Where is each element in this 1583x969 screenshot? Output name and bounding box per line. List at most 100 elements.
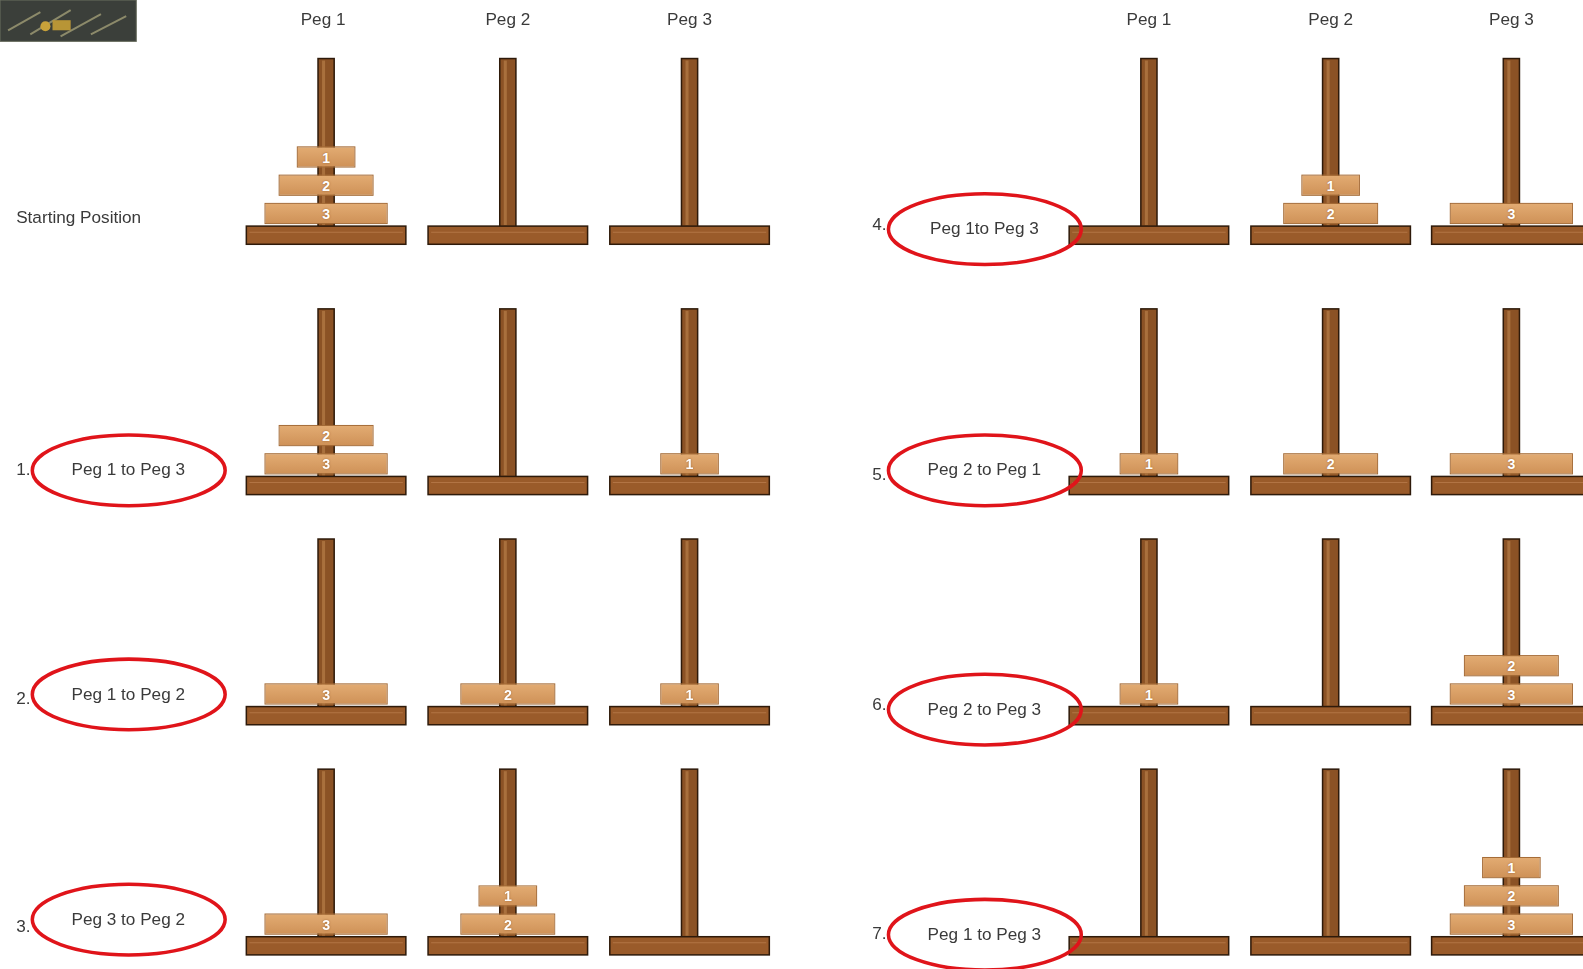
disk: 1 bbox=[660, 453, 719, 474]
peg-grain bbox=[686, 61, 689, 226]
disk-number: 2 bbox=[1507, 659, 1515, 673]
move-label: Peg 1to Peg 3 bbox=[930, 219, 1039, 239]
disk-number: 3 bbox=[322, 206, 330, 220]
peg-pole bbox=[1503, 59, 1519, 228]
base-grain bbox=[613, 942, 766, 943]
peg-grain bbox=[504, 541, 507, 706]
disk: 1 bbox=[1120, 453, 1179, 474]
disk: 3 bbox=[1450, 203, 1573, 224]
disk-number: 2 bbox=[504, 687, 512, 701]
move-oval: Peg 2 to Peg 1 bbox=[886, 433, 1083, 508]
disk-number: 2 bbox=[504, 917, 512, 931]
disk-number: 3 bbox=[322, 687, 330, 701]
disk-number: 1 bbox=[1327, 178, 1335, 192]
peg-grain bbox=[504, 771, 507, 936]
disk-number: 1 bbox=[1145, 687, 1153, 701]
base-grain bbox=[613, 232, 766, 233]
peg-pole bbox=[1503, 309, 1519, 478]
peg-pole bbox=[681, 539, 697, 708]
peg-pole bbox=[1141, 539, 1157, 708]
peg-header: Peg 3 bbox=[667, 10, 712, 30]
peg-base bbox=[428, 937, 588, 955]
base-grain bbox=[1072, 712, 1225, 713]
move-label: Peg 3 to Peg 2 bbox=[71, 909, 185, 929]
disk: 2 bbox=[1283, 453, 1378, 474]
base-grain bbox=[1435, 232, 1583, 233]
row-title: Starting Position bbox=[16, 208, 141, 228]
peg-base bbox=[1251, 937, 1411, 955]
disk: 3 bbox=[1450, 914, 1573, 935]
disk: 3 bbox=[1450, 683, 1573, 704]
base-grain bbox=[1435, 482, 1583, 483]
ellipse-outline bbox=[32, 659, 225, 730]
move-label: Peg 2 to Peg 1 bbox=[928, 460, 1042, 480]
base-grain bbox=[1072, 942, 1225, 943]
move-oval: Peg 3 to Peg 2 bbox=[30, 882, 227, 957]
peg-pole bbox=[1323, 59, 1339, 228]
disk-number: 1 bbox=[686, 457, 694, 471]
base-grain bbox=[1435, 942, 1583, 943]
peg-base bbox=[1432, 476, 1583, 494]
disk-number: 2 bbox=[322, 178, 330, 192]
disk: 2 bbox=[1283, 203, 1378, 224]
peg-grain bbox=[1327, 771, 1330, 936]
move-oval: Peg 1to Peg 3 bbox=[886, 192, 1083, 267]
ellipse-outline bbox=[888, 194, 1081, 265]
disk-number: 2 bbox=[1327, 457, 1335, 471]
peg-base bbox=[1069, 937, 1229, 955]
base-grain bbox=[249, 482, 402, 483]
peg-base bbox=[1069, 226, 1229, 244]
disk: 2 bbox=[1464, 655, 1559, 676]
base-grain bbox=[613, 712, 766, 713]
peg-base bbox=[610, 707, 770, 725]
disk: 1 bbox=[1301, 175, 1360, 196]
peg-base bbox=[246, 937, 406, 955]
peg-base bbox=[1432, 226, 1583, 244]
peg-base bbox=[1251, 707, 1411, 725]
peg-pole bbox=[500, 59, 516, 228]
disk-number: 3 bbox=[1507, 687, 1515, 701]
disk: 2 bbox=[279, 425, 374, 446]
peg-pole bbox=[500, 539, 516, 708]
disk: 3 bbox=[1450, 453, 1573, 474]
base-grain bbox=[431, 482, 584, 483]
base-grain bbox=[249, 712, 402, 713]
move-oval: Peg 1 to Peg 2 bbox=[30, 657, 227, 732]
disk: 1 bbox=[479, 885, 538, 906]
step-number: 4. bbox=[872, 215, 886, 235]
peg-base bbox=[1432, 937, 1583, 955]
peg-pole bbox=[318, 59, 334, 228]
peg-grain bbox=[322, 771, 325, 936]
peg-grain bbox=[1145, 61, 1148, 226]
disk: 2 bbox=[460, 683, 555, 704]
peg-pole bbox=[318, 309, 334, 478]
base-grain bbox=[1072, 232, 1225, 233]
peg-header: Peg 1 bbox=[1126, 10, 1171, 30]
disk: 2 bbox=[279, 175, 374, 196]
step-number: 1. bbox=[16, 460, 30, 480]
base-grain bbox=[1435, 712, 1583, 713]
disk: 1 bbox=[1120, 683, 1179, 704]
peg-base bbox=[246, 476, 406, 494]
base-grain bbox=[1072, 482, 1225, 483]
peg-grain bbox=[1507, 771, 1510, 936]
peg-pole bbox=[500, 309, 516, 478]
ellipse-outline bbox=[888, 674, 1081, 745]
disk-number: 2 bbox=[322, 428, 330, 442]
base-grain bbox=[249, 232, 402, 233]
peg-pole bbox=[1503, 539, 1519, 708]
disk: 1 bbox=[297, 146, 356, 167]
peg-base bbox=[1432, 707, 1583, 725]
peg-base bbox=[1069, 707, 1229, 725]
disk: 3 bbox=[265, 683, 388, 704]
move-oval: Peg 2 to Peg 3 bbox=[886, 672, 1083, 747]
ellipse-outline bbox=[32, 884, 225, 955]
step-number: 7. bbox=[872, 924, 886, 944]
peg-header: Peg 1 bbox=[301, 10, 346, 30]
base-grain bbox=[249, 942, 402, 943]
disk-number: 3 bbox=[322, 917, 330, 931]
move-oval: Peg 1 to Peg 3 bbox=[30, 433, 227, 508]
peg-grain bbox=[1327, 311, 1330, 476]
